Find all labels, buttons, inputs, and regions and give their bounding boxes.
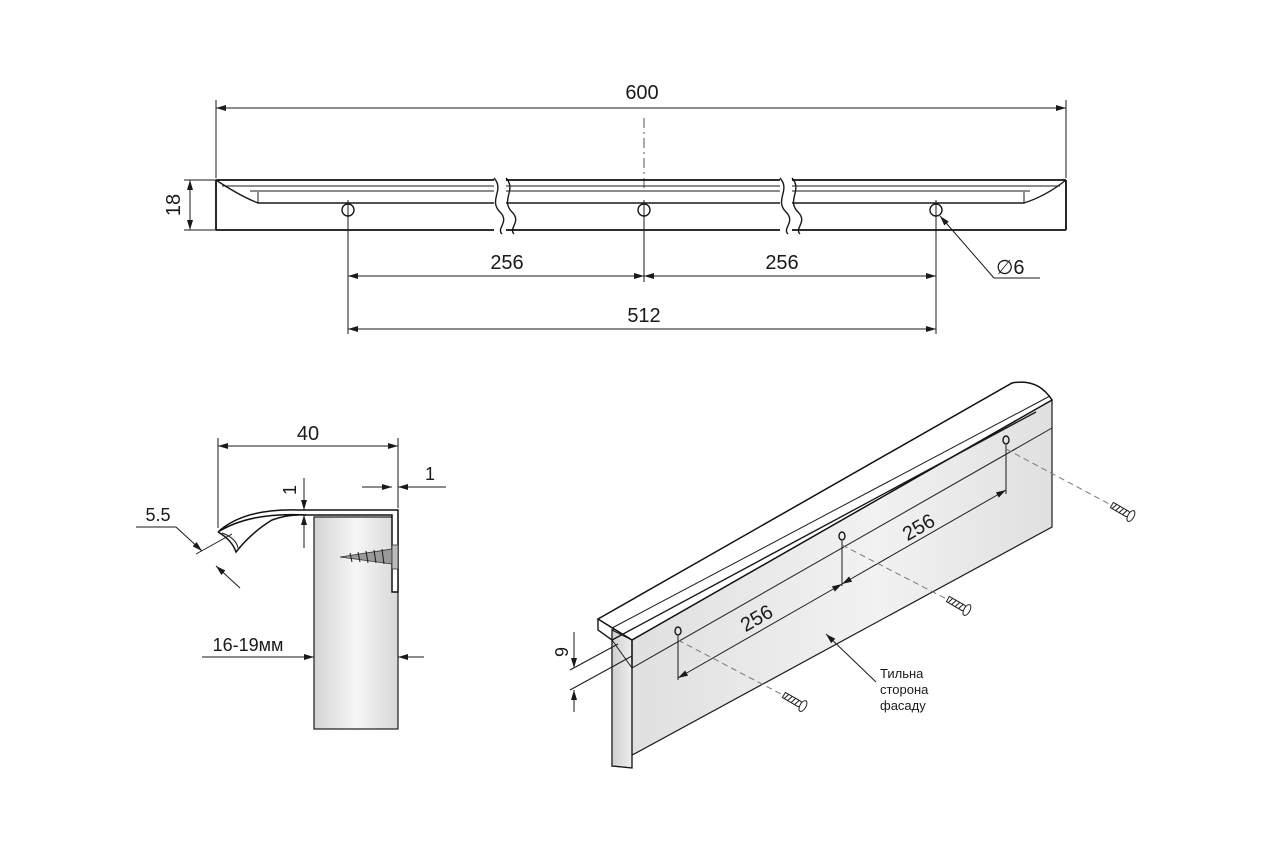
section-view: 40 1 1 5.5 16-19мм bbox=[136, 423, 446, 730]
note-line-2: сторона bbox=[880, 682, 929, 697]
note-line-3: фасаду bbox=[880, 698, 926, 713]
screw-icon bbox=[339, 544, 399, 570]
dim-panel-thickness: 16-19мм bbox=[213, 635, 284, 655]
dim-spacing-right: 256 bbox=[765, 252, 798, 274]
dim-back-thickness: 1 bbox=[425, 464, 435, 484]
dim-hole-diameter: ∅6 bbox=[996, 257, 1025, 279]
note-line-1: Тильна bbox=[880, 666, 924, 681]
screw-icon-3 bbox=[1109, 501, 1136, 522]
dim-spacing-total: 512 bbox=[627, 305, 660, 327]
screw-icon-2 bbox=[945, 595, 972, 616]
dim-depth: 40 bbox=[297, 423, 319, 445]
isometric-view: 256 256 9 Тильна сторона bbox=[552, 381, 1136, 769]
dim-lip-thickness: 1 bbox=[280, 485, 300, 495]
iso-dim-offset: 9 bbox=[552, 647, 572, 657]
handle-profile bbox=[217, 509, 399, 593]
dim-height: 18 bbox=[163, 194, 185, 216]
dim-curve-size: 5.5 bbox=[145, 505, 170, 525]
dim-spacing-left: 256 bbox=[490, 252, 523, 274]
handle-front-body bbox=[215, 177, 1067, 235]
screw-icon-1 bbox=[781, 691, 808, 712]
mounting-holes bbox=[341, 200, 943, 334]
door-panel bbox=[313, 516, 399, 730]
iso-hole-right bbox=[1002, 435, 1010, 445]
front-view: 600 bbox=[163, 82, 1067, 334]
dim-overall-length: 600 bbox=[625, 82, 658, 104]
